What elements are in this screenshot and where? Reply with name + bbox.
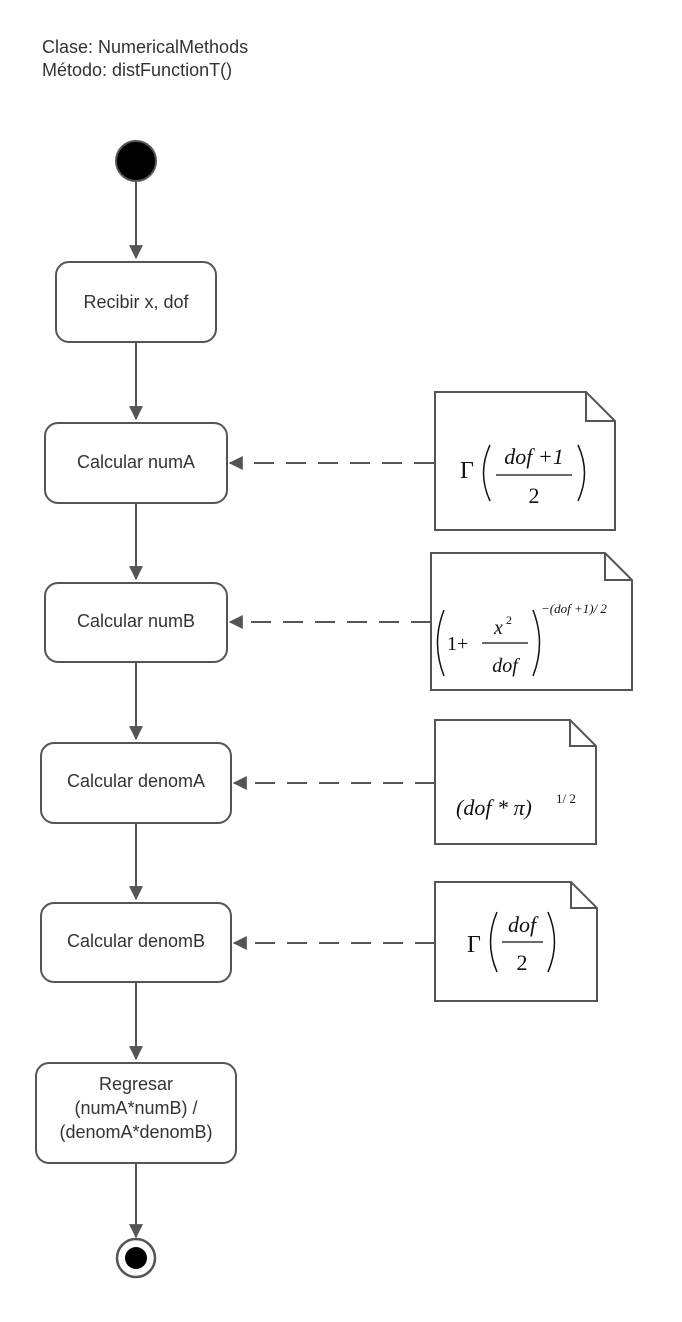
note-denom-a-exponent: 1/ 2 [556, 791, 576, 806]
class-label: Clase: NumericalMethods [42, 37, 249, 57]
action-num-a: Calcular numA [44, 422, 228, 504]
note-denom-a: (dof * π) 1/ 2 [434, 719, 597, 845]
note-num-b-exponent: −(dof +1)/ 2 [541, 601, 607, 616]
action-denom-a-label: Calcular denomA [67, 771, 205, 791]
note-denom-b-gamma: Γ [467, 932, 481, 958]
note-denom-b-numerator: dof [508, 912, 539, 937]
note-denom-a-base: (dof * π) [456, 795, 532, 820]
method-label: Método: distFunctionT() [42, 60, 233, 80]
action-num-b-label: Calcular numB [77, 611, 195, 631]
diagram-header: Clase: NumericalMethods Método: distFunc… [42, 36, 248, 82]
action-return-line-1: Regresar [99, 1074, 173, 1094]
action-return: Regresar (numA*numB) / (denomA*denomB) [35, 1062, 237, 1164]
note-num-b-denominator: dof [492, 655, 520, 677]
note-denom-b-denominator: 2 [517, 950, 528, 975]
final-node [115, 1237, 157, 1279]
action-denom-a: Calcular denomA [40, 742, 232, 824]
note-num-a-gamma: Γ [460, 458, 474, 484]
initial-node [115, 140, 157, 182]
action-num-a-label: Calcular numA [77, 452, 195, 472]
note-num-b-x: x [493, 617, 503, 639]
note-num-a-numerator: dof +1 [504, 444, 563, 469]
note-connectors [228, 456, 435, 950]
note-num-a-denominator: 2 [529, 483, 540, 508]
action-num-b: Calcular numB [44, 582, 228, 663]
action-receive: Recibir x, dof [55, 261, 217, 343]
action-denom-b: Calcular denomB [40, 902, 232, 983]
note-denom-b: Γ dof 2 [434, 881, 598, 1002]
action-receive-label: Recibir x, dof [83, 292, 189, 312]
note-num-b-x-power: 2 [506, 613, 512, 627]
action-denom-b-label: Calcular denomB [67, 931, 205, 951]
note-num-a: Γ dof +1 2 [434, 391, 616, 531]
action-return-line-2: (numA*numB) / [74, 1098, 197, 1118]
action-return-line-3: (denomA*denomB) [59, 1122, 212, 1142]
note-num-b: 1+ x 2 dof −(dof +1)/ 2 [430, 552, 633, 691]
note-num-b-one-plus: 1+ [447, 633, 468, 655]
